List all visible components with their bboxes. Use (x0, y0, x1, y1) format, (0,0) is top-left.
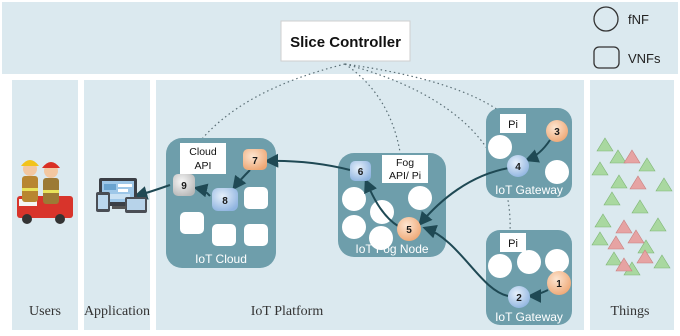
flow-arrow-8-9 (193, 183, 211, 198)
thing-triangle (615, 219, 633, 234)
fnf-slot (545, 160, 569, 184)
thing-triangle (638, 157, 656, 172)
column-label-iot-platform: IoT Platform (251, 304, 324, 319)
fnf-5-label: 5 (406, 225, 412, 236)
flow-arrow-6-7 (264, 153, 351, 171)
function-markers: 1 2 3 4 5 6 7 8 9 (173, 120, 571, 308)
gateway-bottom-pi-label: Pi (508, 238, 518, 250)
slice-controller-box (280, 20, 411, 62)
gateway-top-pi-label: Pi (508, 119, 518, 131)
flow-arrow-1-2 (527, 288, 549, 303)
thing-triangle (609, 149, 627, 164)
iot-gateway-bottom: Pi IoT Gateway (486, 230, 572, 325)
flow-arrow-4-5 (418, 167, 510, 227)
fnf-5 (397, 217, 421, 241)
thing-triangle (636, 249, 654, 264)
thing-triangle (649, 217, 667, 232)
fnf-2-label: 2 (516, 293, 522, 304)
gateway-bottom-pi-box (500, 233, 526, 252)
slice-controller-label: Slice Controller (290, 34, 401, 51)
legend-fnf-circle-icon (593, 6, 619, 32)
control-link-cloud (196, 63, 346, 146)
fnf-3 (546, 120, 568, 142)
flow-arrow-3-4 (524, 139, 551, 163)
vnf-9-label: 9 (181, 181, 187, 192)
iot-gateway-top-title: IoT Gateway (495, 183, 563, 197)
users-firefighters-icon (17, 160, 73, 224)
thing-triangle (603, 191, 621, 206)
flow-arrow-9-application (133, 184, 171, 200)
thing-triangle (594, 213, 612, 228)
fnf-slot (545, 249, 569, 273)
fog-api-box (382, 155, 428, 183)
thing-triangle (596, 137, 614, 152)
fnf-1-label: 1 (556, 279, 562, 290)
fnf-slot (517, 250, 541, 274)
fnf-slot (342, 187, 366, 211)
thing-triangle (605, 251, 623, 266)
vnf-9 (173, 174, 195, 196)
fnf-slot (488, 254, 512, 278)
thing-triangle (655, 177, 673, 192)
cloud-api-box (180, 143, 226, 174)
iot-cloud-title: IoT Cloud (195, 252, 247, 266)
thing-triangle (623, 149, 641, 164)
fnf-4-label: 4 (515, 162, 521, 173)
thing-triangle (591, 231, 609, 246)
vnf-8 (212, 188, 238, 211)
fnf-slot (369, 226, 393, 250)
fog-api-label-line1: Fog (396, 157, 414, 169)
fnf-slot (342, 215, 366, 239)
cloud-api-label-line2: API (195, 160, 212, 172)
flow-arrow-5-6 (364, 178, 399, 227)
application-monitor-icon (96, 178, 147, 213)
vnf-slot (244, 224, 268, 246)
things-devices-cluster (591, 137, 673, 276)
legend-vnf-square-icon (593, 46, 620, 69)
thing-triangle (615, 257, 633, 272)
control-links (196, 63, 511, 234)
iot-gateway-bottom-title: IoT Gateway (495, 310, 563, 324)
gateway-top-pi-box (500, 114, 526, 133)
thing-triangle (631, 199, 649, 214)
control-link-fog (344, 63, 401, 153)
fnf-slot (488, 135, 512, 159)
data-flow-arrows (133, 139, 551, 303)
fnf-2 (508, 286, 530, 308)
cloud-api-label-line1: Cloud (189, 146, 217, 158)
vnf-slot (180, 212, 204, 234)
legend-fnf-label: fNF (628, 12, 649, 27)
thing-triangle (591, 161, 609, 176)
vnf-slot (212, 224, 236, 246)
things-panel (590, 80, 674, 330)
thing-triangle (607, 235, 625, 250)
thing-triangle (653, 254, 671, 269)
thing-triangle (629, 175, 647, 190)
vnf-7-label: 7 (252, 156, 258, 167)
legend-vnf-label: VNFs (628, 51, 661, 66)
column-label-things: Things (611, 304, 650, 319)
vnf-8-label: 8 (222, 196, 228, 207)
vnf-slot (244, 187, 268, 209)
column-label-users: Users (29, 304, 61, 319)
vnf-7 (243, 149, 267, 170)
column-label-application: Application (84, 304, 150, 319)
vnf-6 (350, 161, 371, 181)
thing-triangle (610, 174, 628, 189)
flow-arrow-2-5 (422, 225, 509, 297)
flow-arrow-7-8 (232, 169, 251, 191)
thing-triangle (627, 229, 645, 244)
fnf-1 (547, 271, 571, 295)
fog-api-label-line2: API/ Pi (389, 170, 421, 182)
fnf-slot (408, 186, 432, 210)
vnf-6-label: 6 (358, 167, 364, 178)
fnf-3-label: 3 (554, 127, 560, 138)
iot-fog-node-title: IoT Fog Node (355, 242, 428, 256)
fnf-4 (507, 155, 529, 177)
control-link-gateway-top (344, 63, 506, 116)
